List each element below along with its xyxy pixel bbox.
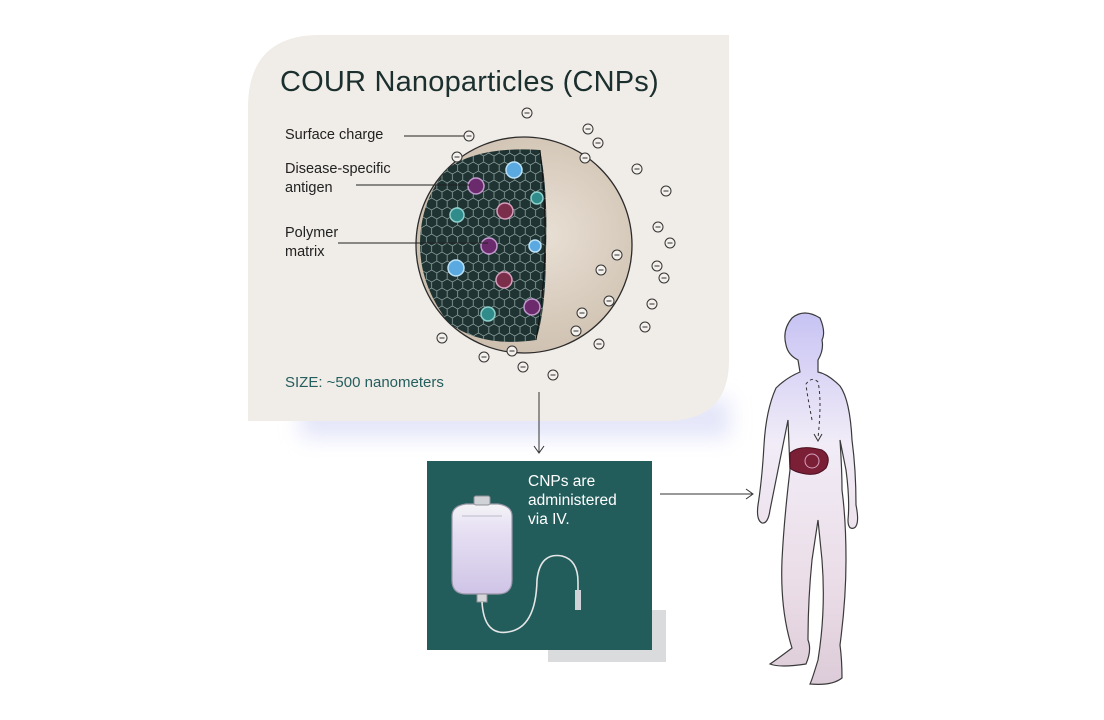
antigen-icon [480,237,498,255]
size-label: SIZE: ~500 nanometers [285,374,444,391]
liver-icon [789,447,829,475]
antigen-icon [528,239,542,253]
down-arrow-head [533,445,545,454]
antigen-icon [447,259,465,277]
right-arrow-head [745,488,754,500]
liver-target-icon [804,453,820,469]
antigen-label-line1: Disease-specific [285,161,391,177]
human-figure [756,312,859,685]
antigen-icon [480,306,496,322]
antigen-icon [530,191,544,205]
polymer-label-line1: Polymer [285,225,339,241]
polymer-label-line2: matrix [285,244,325,260]
antigen-icon [505,161,523,179]
antigen-group [447,161,544,322]
iv-bag-icon [451,495,581,634]
antigen-icon [523,298,541,316]
surface-charges [436,107,676,381]
antigen-icon [495,271,513,289]
surface-charge-label: Surface charge [285,127,384,143]
matrix-edge [535,149,546,341]
antigen-label-line2: antigen [285,180,333,196]
page-title: COUR Nanoparticles (CNPs) [280,66,659,98]
antigen-icon [467,177,485,195]
iv-description: CNPs are administered via IV. [528,473,617,528]
antigen-icon [449,207,465,223]
antigen-icon [496,202,514,220]
